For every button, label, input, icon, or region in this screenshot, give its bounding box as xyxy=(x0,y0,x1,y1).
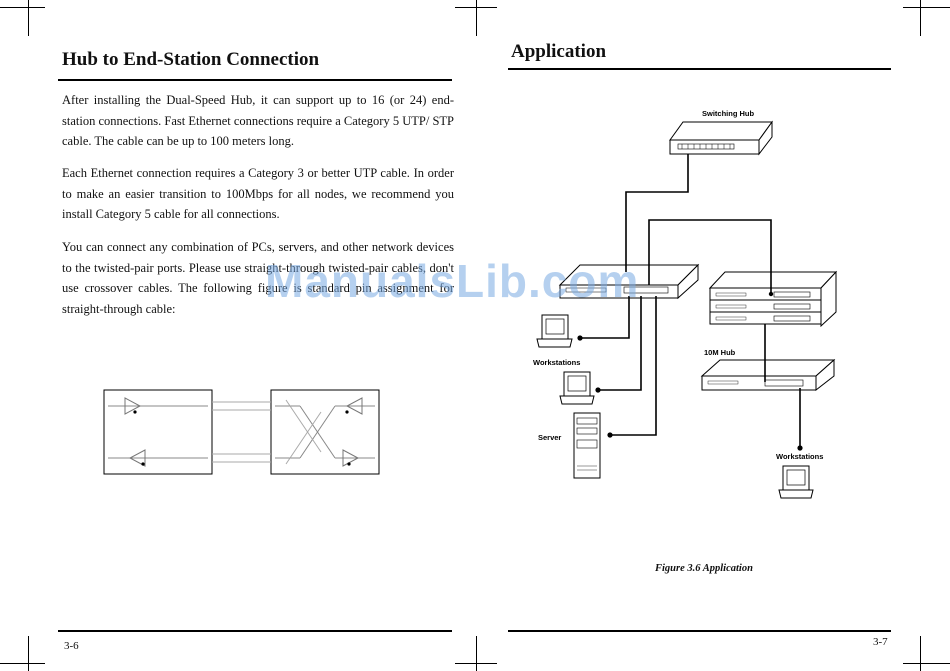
page-number-right: 3-7 xyxy=(873,636,888,648)
footer-rule-left xyxy=(58,630,452,632)
crop-mark xyxy=(920,636,921,671)
workstations-left-label: Workstations xyxy=(533,358,580,367)
ten-m-hub-device xyxy=(700,358,836,392)
crop-mark xyxy=(903,7,950,8)
crop-mark xyxy=(28,0,29,36)
ten-m-hub-label: 10M Hub xyxy=(704,348,736,357)
crop-mark xyxy=(476,0,477,36)
paragraph-2: Each Ethernet connection requires a Cate… xyxy=(62,166,454,221)
footer-rule-right xyxy=(508,630,891,632)
stacked-hub-devices xyxy=(708,270,838,328)
workstation-monitor-icon xyxy=(536,314,573,348)
crop-mark xyxy=(28,636,29,671)
server-label: Server xyxy=(538,433,561,442)
paragraph-3: You can connect any combination of PCs, … xyxy=(62,240,454,316)
crop-mark xyxy=(476,636,477,671)
title-rule-left xyxy=(58,79,452,81)
server-tower-icon xyxy=(573,412,601,479)
crop-mark xyxy=(903,663,950,664)
paragraph-1: After installing the Dual-Speed Hub, it … xyxy=(62,93,454,148)
crop-mark xyxy=(0,7,45,8)
crop-mark xyxy=(455,7,497,8)
cable-endpoints xyxy=(577,291,803,451)
title-rule-right xyxy=(508,68,891,70)
network-cables xyxy=(580,154,801,448)
switching-hub-device xyxy=(669,120,773,156)
workstation-monitor-icon xyxy=(559,371,595,405)
page-title-right: Application xyxy=(511,41,607,62)
crop-mark xyxy=(920,0,921,36)
crop-mark xyxy=(0,663,45,664)
crop-mark xyxy=(455,663,497,664)
workstation-monitor-icon xyxy=(778,465,814,499)
page-number-left: 3-6 xyxy=(64,640,79,652)
application-network-diagram: Switching Hub Workstations Server 10M Hu… xyxy=(533,109,838,499)
switching-hub-label: Switching Hub xyxy=(702,109,754,118)
straight-through-cable-diagram xyxy=(103,389,380,475)
page-title-left: Hub to End-Station Connection xyxy=(62,49,320,70)
dual-speed-hub-device xyxy=(558,263,700,300)
workstations-right-label: Workstations xyxy=(776,452,823,461)
figure-caption: Figure 3.6 Application xyxy=(655,563,753,574)
